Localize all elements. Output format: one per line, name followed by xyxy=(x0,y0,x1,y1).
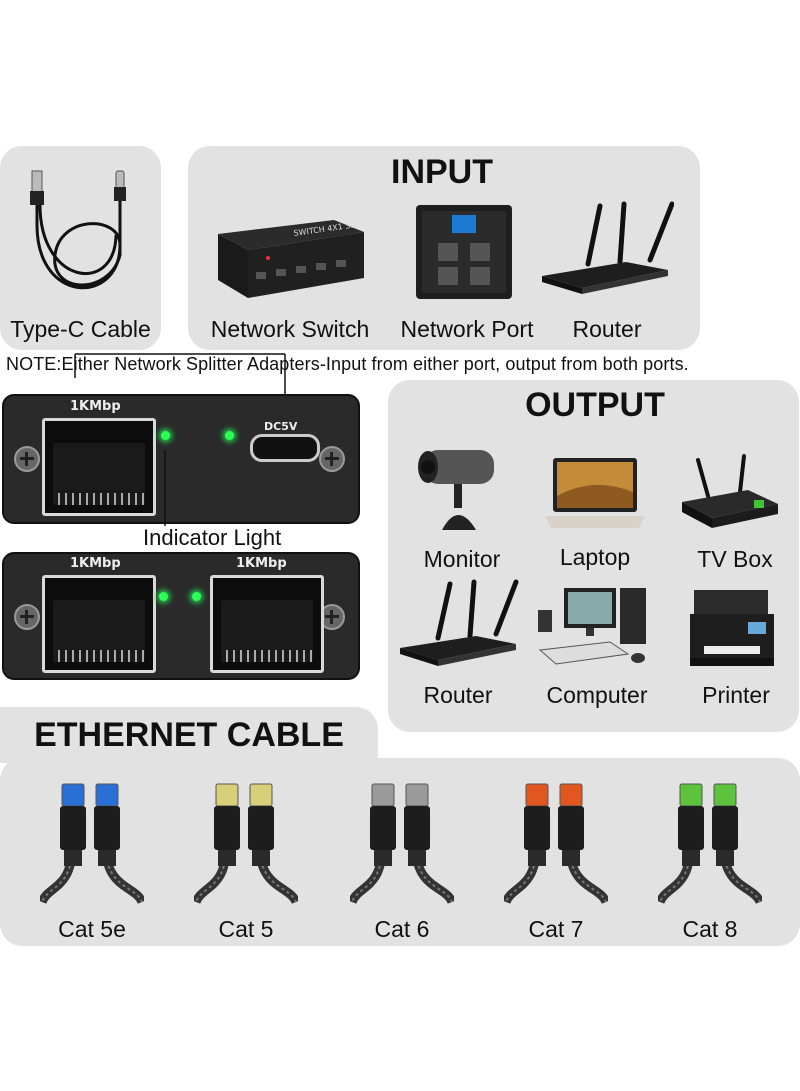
network-switch-icon: SWITCH 4X1 3D xyxy=(218,220,364,298)
router-icon xyxy=(400,579,519,666)
ethernet-cable-4: Cat 8 xyxy=(655,778,765,946)
ethernet-panel xyxy=(0,758,800,946)
ethernet-cable-icon xyxy=(655,783,765,905)
tv-box-icon xyxy=(682,454,778,528)
ethernet-cable-label: Cat 5e xyxy=(58,916,126,942)
speed-label: 1KMbp xyxy=(70,556,121,571)
speed-label: 1KMbp xyxy=(236,556,287,571)
monitor-label: Monitor xyxy=(423,546,501,572)
printer-label: Printer xyxy=(702,682,770,708)
screw-icon xyxy=(14,604,40,630)
computer-icon xyxy=(538,588,646,665)
network-port-icon xyxy=(416,205,512,299)
input-title: INPUT xyxy=(372,146,512,198)
ethernet-cable-0: Cat 5e xyxy=(37,778,147,946)
indicator-led xyxy=(161,431,170,440)
rj45-port-icon xyxy=(42,418,156,516)
computer-label: Computer xyxy=(546,682,648,708)
tv-box-label: TV Box xyxy=(697,546,773,572)
indicator-led xyxy=(225,431,234,440)
type-c-cable-label: Type-C Cable xyxy=(10,316,151,342)
screw-icon xyxy=(14,446,40,472)
network-port-label: Network Port xyxy=(400,316,534,342)
type-c-cable-icon xyxy=(30,170,126,290)
laptop-label: Laptop xyxy=(559,544,631,570)
screw-icon xyxy=(319,446,345,472)
rj45-port-icon xyxy=(210,575,324,673)
ethernet-cable-icon xyxy=(37,783,147,905)
ethernet-cable-label: Cat 5 xyxy=(218,916,274,942)
ethernet-cable-icon xyxy=(347,783,457,905)
indicator-led xyxy=(159,592,168,601)
ethernet-cable-3: Cat 7 xyxy=(501,778,611,946)
type-c-panel xyxy=(0,146,161,350)
printer-icon xyxy=(690,590,774,666)
ethernet-cable-1: Cat 5 xyxy=(191,778,301,946)
rj45-port-icon xyxy=(42,575,156,673)
ethernet-cable-2: Cat 6 xyxy=(347,778,457,946)
ethernet-cable-label: Cat 8 xyxy=(682,916,738,942)
dc5v-label: DC5V xyxy=(264,420,298,433)
type-c-port-icon xyxy=(250,434,320,462)
indicator-light-label: Indicator Light xyxy=(143,525,282,550)
speed-label: 1KMbp xyxy=(70,399,121,414)
router-input-label: Router xyxy=(572,316,642,342)
ethernet-title: ETHERNET CABLE xyxy=(0,707,378,763)
router-output-label: Router xyxy=(423,682,493,708)
output-title: OUTPUT xyxy=(512,380,678,430)
laptop-icon xyxy=(545,458,645,528)
ethernet-cable-label: Cat 7 xyxy=(528,916,584,942)
indicator-led xyxy=(192,592,201,601)
monitor-icon xyxy=(418,450,494,530)
network-switch-label: Network Switch xyxy=(210,316,370,342)
ethernet-cable-icon xyxy=(501,783,611,905)
ethernet-cable-icon xyxy=(191,783,301,905)
ethernet-cable-label: Cat 6 xyxy=(374,916,430,942)
output-panel xyxy=(388,380,799,732)
note-text: NOTE:Either Network Splitter Adapters-In… xyxy=(6,354,689,374)
router-icon xyxy=(542,201,674,294)
